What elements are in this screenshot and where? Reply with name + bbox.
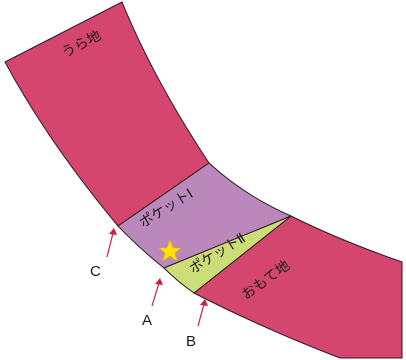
- star-icon: [158, 239, 182, 262]
- pointer-a-line: [151, 282, 160, 307]
- marker-a: A: [142, 312, 152, 329]
- pointer-b-line: [197, 303, 205, 327]
- marker-c: C: [90, 263, 101, 280]
- marker-b: B: [186, 333, 196, 350]
- pointer-c-arrowhead: [109, 228, 117, 235]
- pocket-2-panel: [163, 215, 292, 294]
- pointer-c-line: [106, 232, 114, 258]
- omote-ji-panel: [193, 215, 403, 359]
- pointer-b-arrowhead: [200, 299, 208, 306]
- pointer-a-arrowhead: [155, 278, 163, 285]
